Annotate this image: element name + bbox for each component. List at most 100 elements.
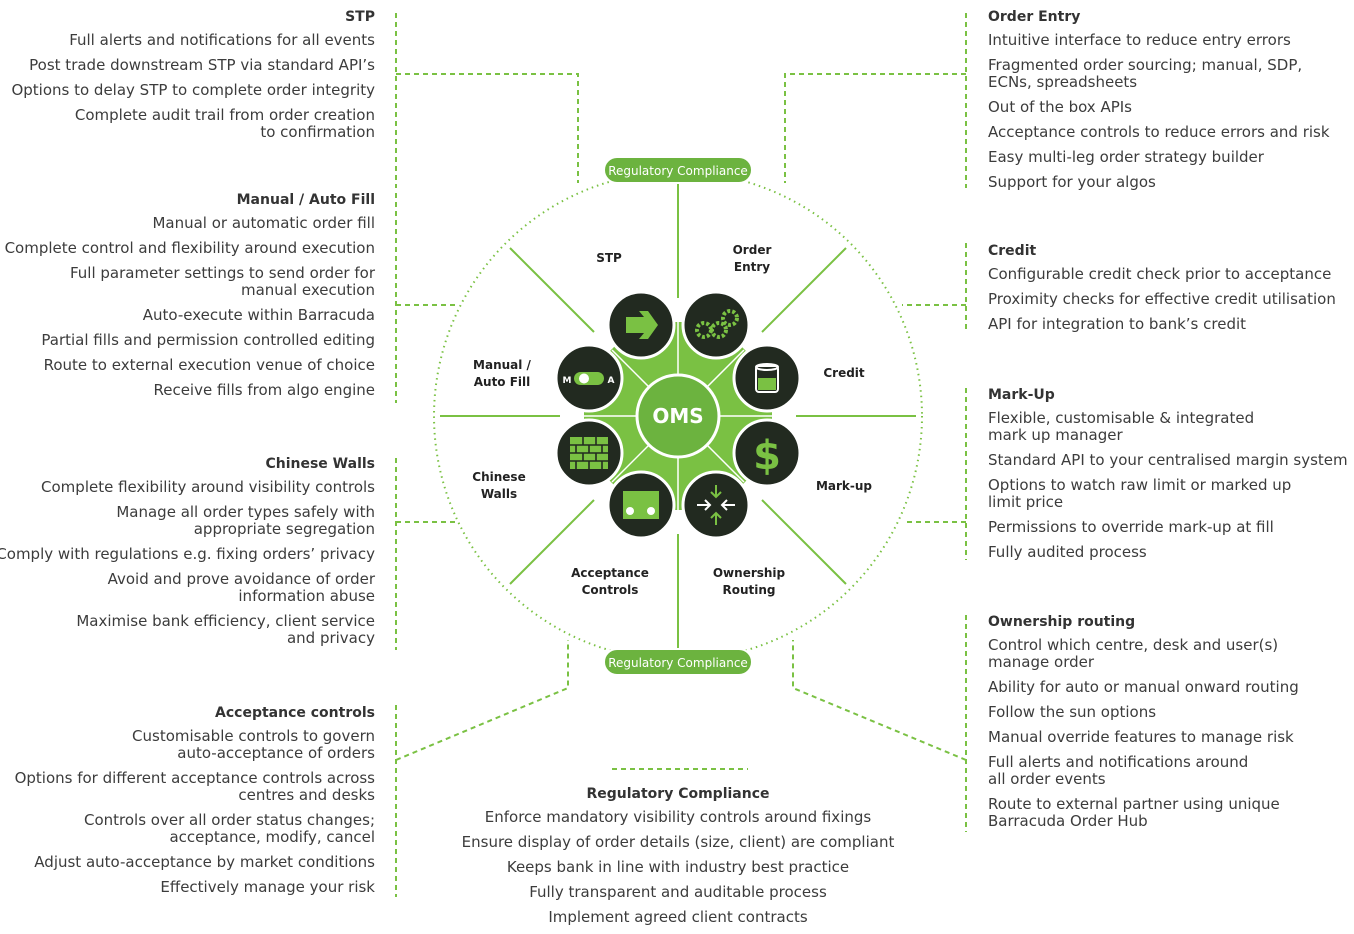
- feature-text-line: Out of the box APIs: [988, 98, 1133, 116]
- feature-item: Fully audited process: [988, 544, 1348, 561]
- feature-text-line: Full alerts and notifications for all ev…: [69, 31, 375, 49]
- feature-item: Complete control and flexibility around …: [0, 240, 375, 257]
- feature-text-line: Ability for auto or manual onward routin…: [988, 678, 1299, 696]
- feature-text-line: Barracuda Order Hub: [988, 812, 1148, 830]
- regulatory-badge-bottom: Regulatory Compliance: [603, 648, 753, 676]
- feature-text-line: Standard API to your centralised margin …: [988, 451, 1348, 469]
- feature-text-line: Support for your algos: [988, 173, 1156, 191]
- feature-text-line: Control which centre, desk and user(s): [988, 636, 1279, 654]
- feature-item: Fully transparent and auditable process: [432, 884, 924, 901]
- feature-text-line: Implement agreed client contracts: [548, 908, 808, 926]
- panel-title: Ownership routing: [988, 614, 1136, 630]
- outer-dotted-circle: [433, 171, 923, 661]
- feature-item: Ensure display of order details (size, c…: [432, 834, 924, 851]
- feature-item: Adjust auto-acceptance by market conditi…: [0, 854, 375, 871]
- manual-auto-toggle-icon: M A: [554, 343, 624, 413]
- feature-text-line: Enforce mandatory visibility controls ar…: [484, 808, 872, 826]
- feature-text-line: Options for different acceptance control…: [14, 769, 375, 787]
- feature-text-line: Effectively manage your risk: [160, 878, 375, 896]
- svg-text:A: A: [608, 376, 615, 386]
- feature-item: Support for your algos: [988, 174, 1348, 191]
- brick-wall-icon: [554, 418, 624, 488]
- feature-text-line: Receive fills from algo engine: [153, 381, 375, 399]
- dollar-icon: $: [732, 418, 802, 488]
- feature-item: Out of the box APIs: [988, 99, 1348, 116]
- feature-text-line: Post trade downstream STP via standard A…: [29, 56, 375, 74]
- routing-arrows-icon: [681, 470, 751, 540]
- panel-title: Regulatory Compliance: [586, 786, 770, 802]
- oms-label: OMS: [652, 404, 703, 428]
- feature-item: Partial fills and permission controlled …: [0, 332, 375, 349]
- feature-item: Intuitive interface to reduce entry erro…: [988, 32, 1348, 49]
- feature-text-line: information abuse: [238, 587, 375, 605]
- feature-item: Proximity checks for effective credit ut…: [988, 291, 1348, 308]
- feature-text-line: Complete control and flexibility around …: [4, 239, 375, 257]
- feature-text-line: Manage all order types safely with: [116, 503, 375, 521]
- feature-text-line: centres and desks: [238, 786, 375, 804]
- svg-text:Regulatory Compliance: Regulatory Compliance: [608, 656, 748, 670]
- regulatory-badge-top: Regulatory Compliance: [603, 156, 753, 184]
- feature-text-line: Manual override features to manage risk: [988, 728, 1294, 746]
- feature-text-line: Proximity checks for effective credit ut…: [988, 290, 1336, 308]
- feature-text-line: Maximise bank efficiency, client service: [76, 612, 375, 630]
- feature-item: Post trade downstream STP via standard A…: [0, 57, 375, 74]
- feature-text-line: API for integration to bank’s credit: [988, 315, 1247, 333]
- feature-text-line: Adjust auto-acceptance by market conditi…: [34, 853, 375, 871]
- feature-item: Full parameter settings to send order fo…: [0, 265, 375, 299]
- feature-item: Manual or automatic order fill: [0, 215, 375, 232]
- segment-label-markup: Mark-up: [816, 479, 872, 493]
- feature-text-line: Controls over all order status changes;: [83, 811, 375, 829]
- feature-text-line: Easy multi-leg order strategy builder: [988, 148, 1264, 166]
- feature-text-line: acceptance, modify, cancel: [169, 828, 375, 846]
- feature-item: Complete flexibility around visibility c…: [0, 479, 375, 496]
- left-connectors: [395, 13, 579, 897]
- feature-item: Permissions to override mark-up at fill: [988, 519, 1348, 536]
- feature-item: Comply with regulations e.g. fixing orde…: [0, 546, 375, 563]
- feature-item: Full alerts and notifications for all ev…: [0, 32, 375, 49]
- segment-label-manual: Manual /Auto Fill: [473, 358, 532, 389]
- feature-item: Acceptance controls to reduce errors and…: [988, 124, 1348, 141]
- database-icon: [732, 343, 802, 413]
- feature-text-line: Fragmented order sourcing; manual, SDP,: [988, 56, 1303, 74]
- feature-text-line: Route to external execution venue of cho…: [43, 356, 375, 374]
- feature-item: API for integration to bank’s credit: [988, 316, 1348, 333]
- segment-label-credit: Credit: [823, 366, 865, 380]
- feature-item: Easy multi-leg order strategy builder: [988, 149, 1348, 166]
- panel-title: Order Entry: [988, 9, 1081, 25]
- feature-text-line: Options to watch raw limit or marked up: [988, 476, 1292, 494]
- feature-text-line: Intuitive interface to reduce entry erro…: [988, 31, 1291, 49]
- feature-item: Enforce mandatory visibility controls ar…: [432, 809, 924, 826]
- feature-text-line: mark up manager: [988, 426, 1123, 444]
- feature-item: Manual override features to manage risk: [988, 729, 1348, 746]
- feature-text-line: all order events: [988, 770, 1106, 788]
- feature-item: Auto-execute within Barracuda: [0, 307, 375, 324]
- feature-item: Follow the sun options: [988, 704, 1348, 721]
- oms-center-circle: [635, 373, 721, 459]
- feature-text-line: Permissions to override mark-up at fill: [988, 518, 1274, 536]
- panel-title: Manual / Auto Fill: [236, 192, 375, 208]
- svg-text:Regulatory Compliance: Regulatory Compliance: [608, 164, 748, 178]
- feature-item: Maximise bank efficiency, client service…: [0, 613, 375, 647]
- feature-text-line: Fully audited process: [988, 543, 1147, 561]
- feature-item: Options for different acceptance control…: [0, 770, 375, 804]
- feature-item: Route to external execution venue of cho…: [0, 357, 375, 374]
- feature-text-line: appropriate segregation: [193, 520, 375, 538]
- feature-text-line: to confirmation: [260, 123, 375, 141]
- panel-title: STP: [345, 9, 375, 25]
- feature-text-line: Partial fills and permission controlled …: [41, 331, 375, 349]
- feature-text-line: Route to external partner using unique: [988, 795, 1280, 813]
